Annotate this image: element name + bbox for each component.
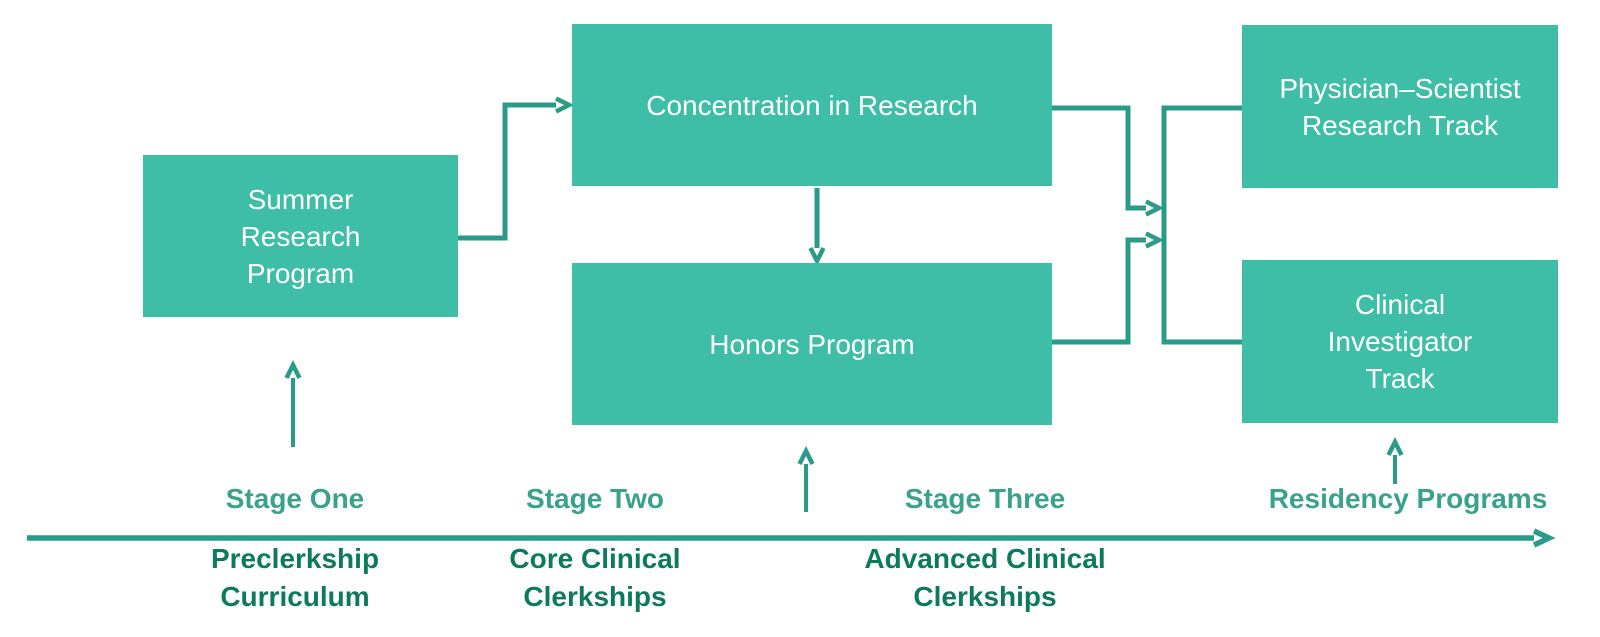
node-label: Summer Research Program [240, 183, 361, 289]
arrow-summer-to-concentration [456, 96, 575, 241]
arrow-honors-to-merge [1052, 231, 1165, 345]
core-clinical-clerkships-label: Core Clinical Clerkships [509, 543, 681, 612]
node-physician-scientist-research-track: Physician–Scientist Research Track [1242, 25, 1558, 188]
stage-two-label: Stage Two [526, 483, 664, 514]
node-label: Physician–Scientist Research Track [1279, 72, 1521, 141]
node-label: Honors Program [709, 328, 915, 360]
node-label: Concentration in Research [646, 89, 978, 121]
node-label: Clinical Investigator Track [1327, 289, 1473, 394]
node-honors-program: Honors Program [572, 263, 1052, 425]
stage-one-label: Stage One [225, 483, 365, 514]
preclerkship-curriculum-label: Preclerkship Curriculum [210, 543, 380, 612]
arrow-concentration-to-merge [1052, 105, 1165, 217]
node-clinical-investigator-track: Clinical Investigator Track [1242, 260, 1558, 423]
node-concentration-in-research: Concentration in Research [572, 24, 1052, 186]
node-summer-research-program: Summer Research Program [143, 155, 458, 317]
residency-programs-label: Residency Programs [1268, 483, 1548, 514]
stage-three-label: Stage Three [904, 483, 1066, 514]
advanced-clinical-clerkships-label: Advanced Clinical Clerkships [864, 543, 1106, 612]
merge-bar-to-tracks [1161, 105, 1242, 345]
